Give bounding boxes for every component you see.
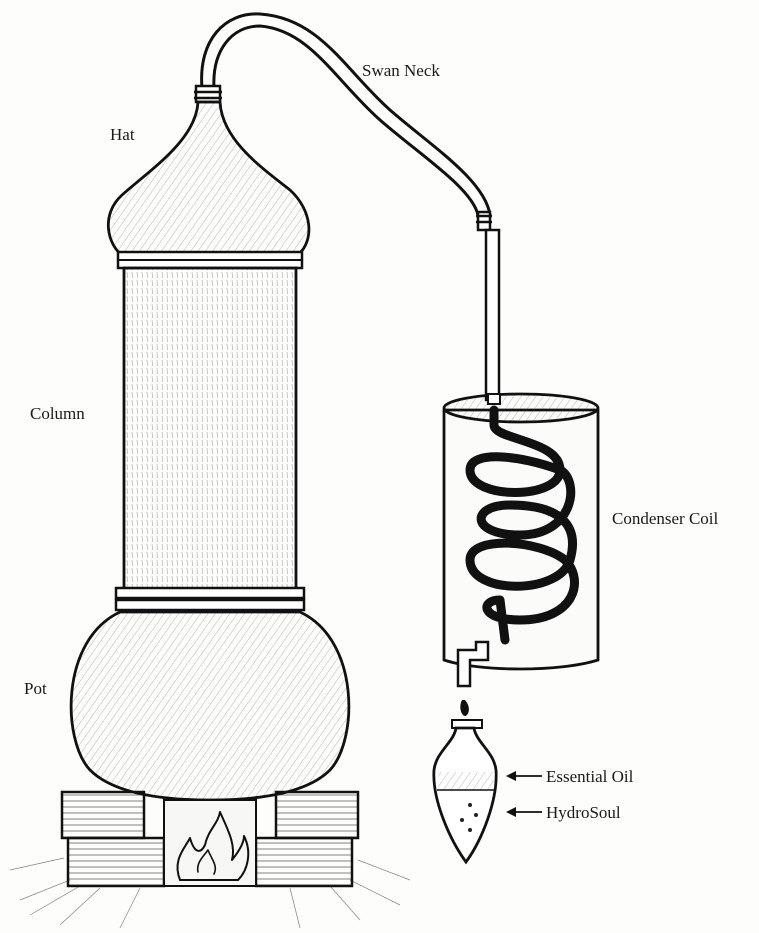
separator-flask bbox=[434, 720, 496, 862]
condenser bbox=[444, 394, 598, 716]
label-swan-neck: Swan Neck bbox=[362, 62, 440, 79]
label-essential-oil: Essential Oil bbox=[546, 768, 633, 785]
label-hydrosoul: HydroSoul bbox=[546, 804, 621, 821]
furnace bbox=[10, 792, 410, 928]
label-pot: Pot bbox=[24, 680, 47, 697]
hydrosoul-arrow bbox=[506, 807, 542, 817]
essential-oil-arrow bbox=[506, 771, 542, 781]
pot bbox=[71, 612, 349, 800]
label-column: Column bbox=[30, 405, 85, 422]
hat bbox=[108, 86, 309, 268]
label-hat: Hat bbox=[110, 126, 135, 143]
column bbox=[116, 268, 304, 610]
label-condenser-coil: Condenser Coil bbox=[612, 510, 718, 527]
